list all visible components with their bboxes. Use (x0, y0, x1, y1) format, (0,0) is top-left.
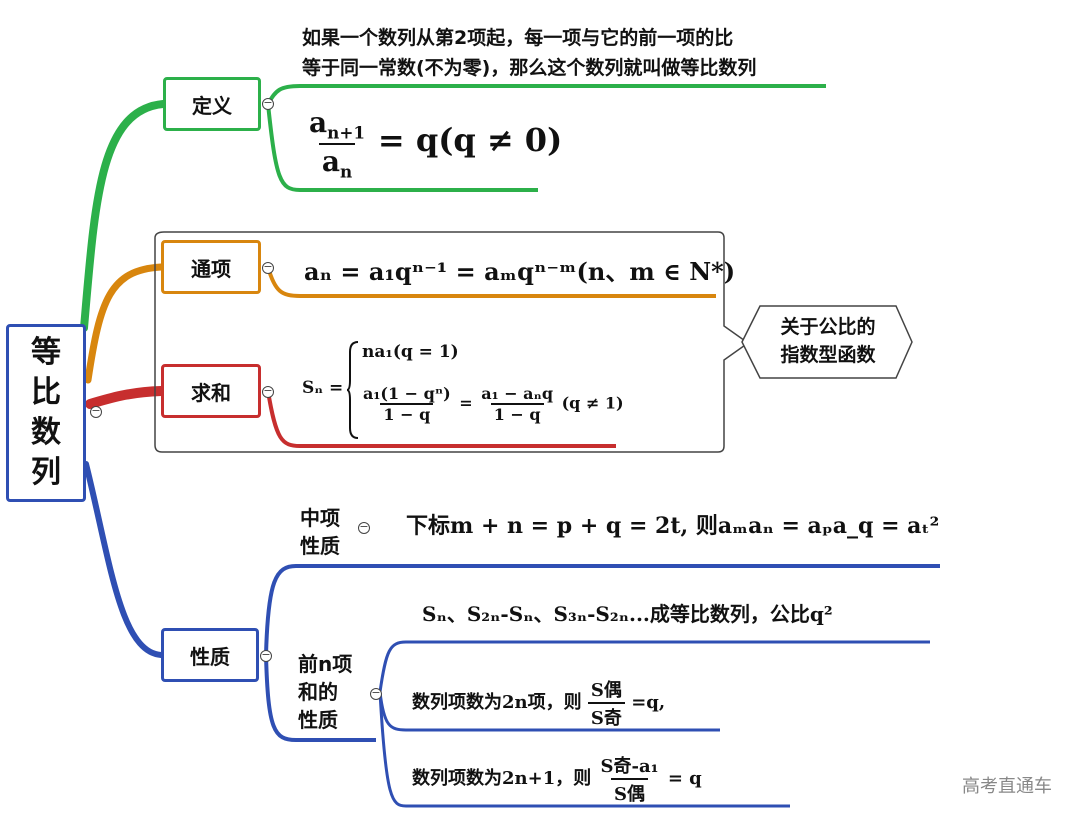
def-num-sub: n+1 (327, 122, 366, 143)
sum-frac2-den: 1 − q (490, 403, 544, 424)
def-connector-top (266, 84, 826, 105)
node-definition-label: 定义 (192, 93, 232, 118)
root-node[interactable]: 等 比 数 列 (6, 324, 86, 502)
sum-eq: = (459, 393, 473, 413)
item2-den: S奇 (587, 702, 625, 730)
definition-formula: an+1 an = q(q ≠ 0) (306, 106, 562, 181)
node-properties-label: 性质 (190, 644, 230, 669)
node-sum[interactable]: 求和 (161, 364, 261, 418)
collapse-icon[interactable]: − (262, 260, 274, 274)
collapse-icon[interactable]: − (262, 96, 274, 110)
sum-frac1-num: a₁(1 − qⁿ) (363, 384, 451, 403)
callout-shape (741, 305, 913, 379)
node-sum-label: 求和 (191, 380, 231, 405)
branch-properties (83, 461, 164, 658)
item3-suffix: = q (667, 768, 702, 789)
definition-text-line1: 如果一个数列从第2项起，每一项与它的前一项的比 (302, 27, 734, 49)
item3-den: S偶 (611, 778, 649, 806)
root-char-4: 列 (31, 455, 61, 490)
collapse-icon[interactable]: − (370, 686, 382, 700)
item2-num: S偶 (590, 680, 622, 701)
sum-lhs: Sₙ = (302, 378, 344, 398)
partial-label-line1: 前n项 (298, 652, 353, 676)
middle-label[interactable]: 中项 性质 (300, 504, 340, 560)
def-rhs: = q(q ≠ 0) (377, 121, 563, 160)
root-char-2: 比 (31, 375, 61, 410)
node-properties[interactable]: 性质 (161, 628, 259, 682)
collapse-icon[interactable]: − (262, 384, 274, 398)
partial-item3: 数列项数为2n+1，则 S奇-a₁ S偶 = q (412, 752, 702, 806)
node-definition[interactable]: 定义 (163, 77, 261, 131)
sum-frac2-num: a₁ − aₙq (481, 384, 554, 403)
callout-line2: 指数型函数 (780, 344, 876, 366)
sum-cond: (q ≠ 1) (561, 393, 624, 413)
frame-general-sum (154, 231, 750, 453)
collapse-icon[interactable]: − (90, 404, 102, 418)
watermark: 高考直通车 (962, 776, 1052, 797)
partial-label[interactable]: 前n项 和的 性质 (298, 650, 352, 734)
brace-icon (346, 341, 359, 439)
callout-line1: 关于公比的 (780, 316, 876, 338)
collapse-icon[interactable]: − (260, 648, 272, 662)
item3-prefix: 数列项数为2n+1，则 (412, 768, 592, 789)
partial-connector-3 (378, 691, 790, 808)
item2-suffix: =q, (631, 692, 666, 713)
definition-text-line2: 等于同一常数(不为零)，那么这个数列就叫做等比数列 (302, 57, 757, 79)
item2-prefix: 数列项数为2n项，则 (412, 692, 582, 713)
middle-formula: 下标m + n = p + q = 2t, 则aₘaₙ = aₚa_q = aₜ… (406, 513, 940, 539)
partial-item1: Sₙ、S₂ₙ-Sₙ、S₃ₙ-S₂ₙ...成等比数列，公比q² (422, 602, 833, 626)
def-connector-bottom (266, 103, 538, 192)
partial-label-line3: 性质 (298, 708, 338, 732)
root-char-1: 等 (31, 335, 61, 370)
branch-definition (80, 100, 167, 332)
branch-sum (85, 386, 166, 409)
def-den-a: a (321, 144, 341, 178)
partial-label-line2: 和的 (298, 680, 338, 704)
def-den-sub: n (340, 161, 353, 182)
item3-num: S奇-a₁ (600, 756, 659, 777)
partial-item2: 数列项数为2n项，则 S偶 S奇 =q, (412, 676, 665, 730)
middle-label-line2: 性质 (300, 534, 340, 558)
gen-connector (266, 266, 716, 298)
root-char-3: 数 (31, 415, 61, 450)
node-general-term-label: 通项 (191, 256, 231, 281)
sum-frac1-den: 1 − q (380, 403, 434, 424)
sum-case2: a₁(1 − qⁿ) 1 − q = a₁ − aₙq 1 − q (q ≠ 1… (360, 384, 624, 424)
general-term-formula: aₙ = a₁qⁿ⁻¹ = aₘqⁿ⁻ᵐ(n、m ∈ N*) (304, 257, 736, 286)
prop-connector-middle (264, 564, 940, 656)
branch-general-term (84, 263, 165, 384)
sum-connector (266, 390, 616, 448)
callout-text: 关于公比的 指数型函数 (760, 313, 896, 369)
middle-label-line1: 中项 (300, 506, 340, 530)
node-general-term[interactable]: 通项 (161, 240, 261, 294)
def-num-a: a (309, 106, 328, 139)
sum-case1: na₁(q = 1) (362, 342, 459, 362)
partial-connector-1 (378, 640, 930, 693)
prop-connector-partial (264, 654, 376, 742)
collapse-icon[interactable]: − (358, 520, 370, 534)
